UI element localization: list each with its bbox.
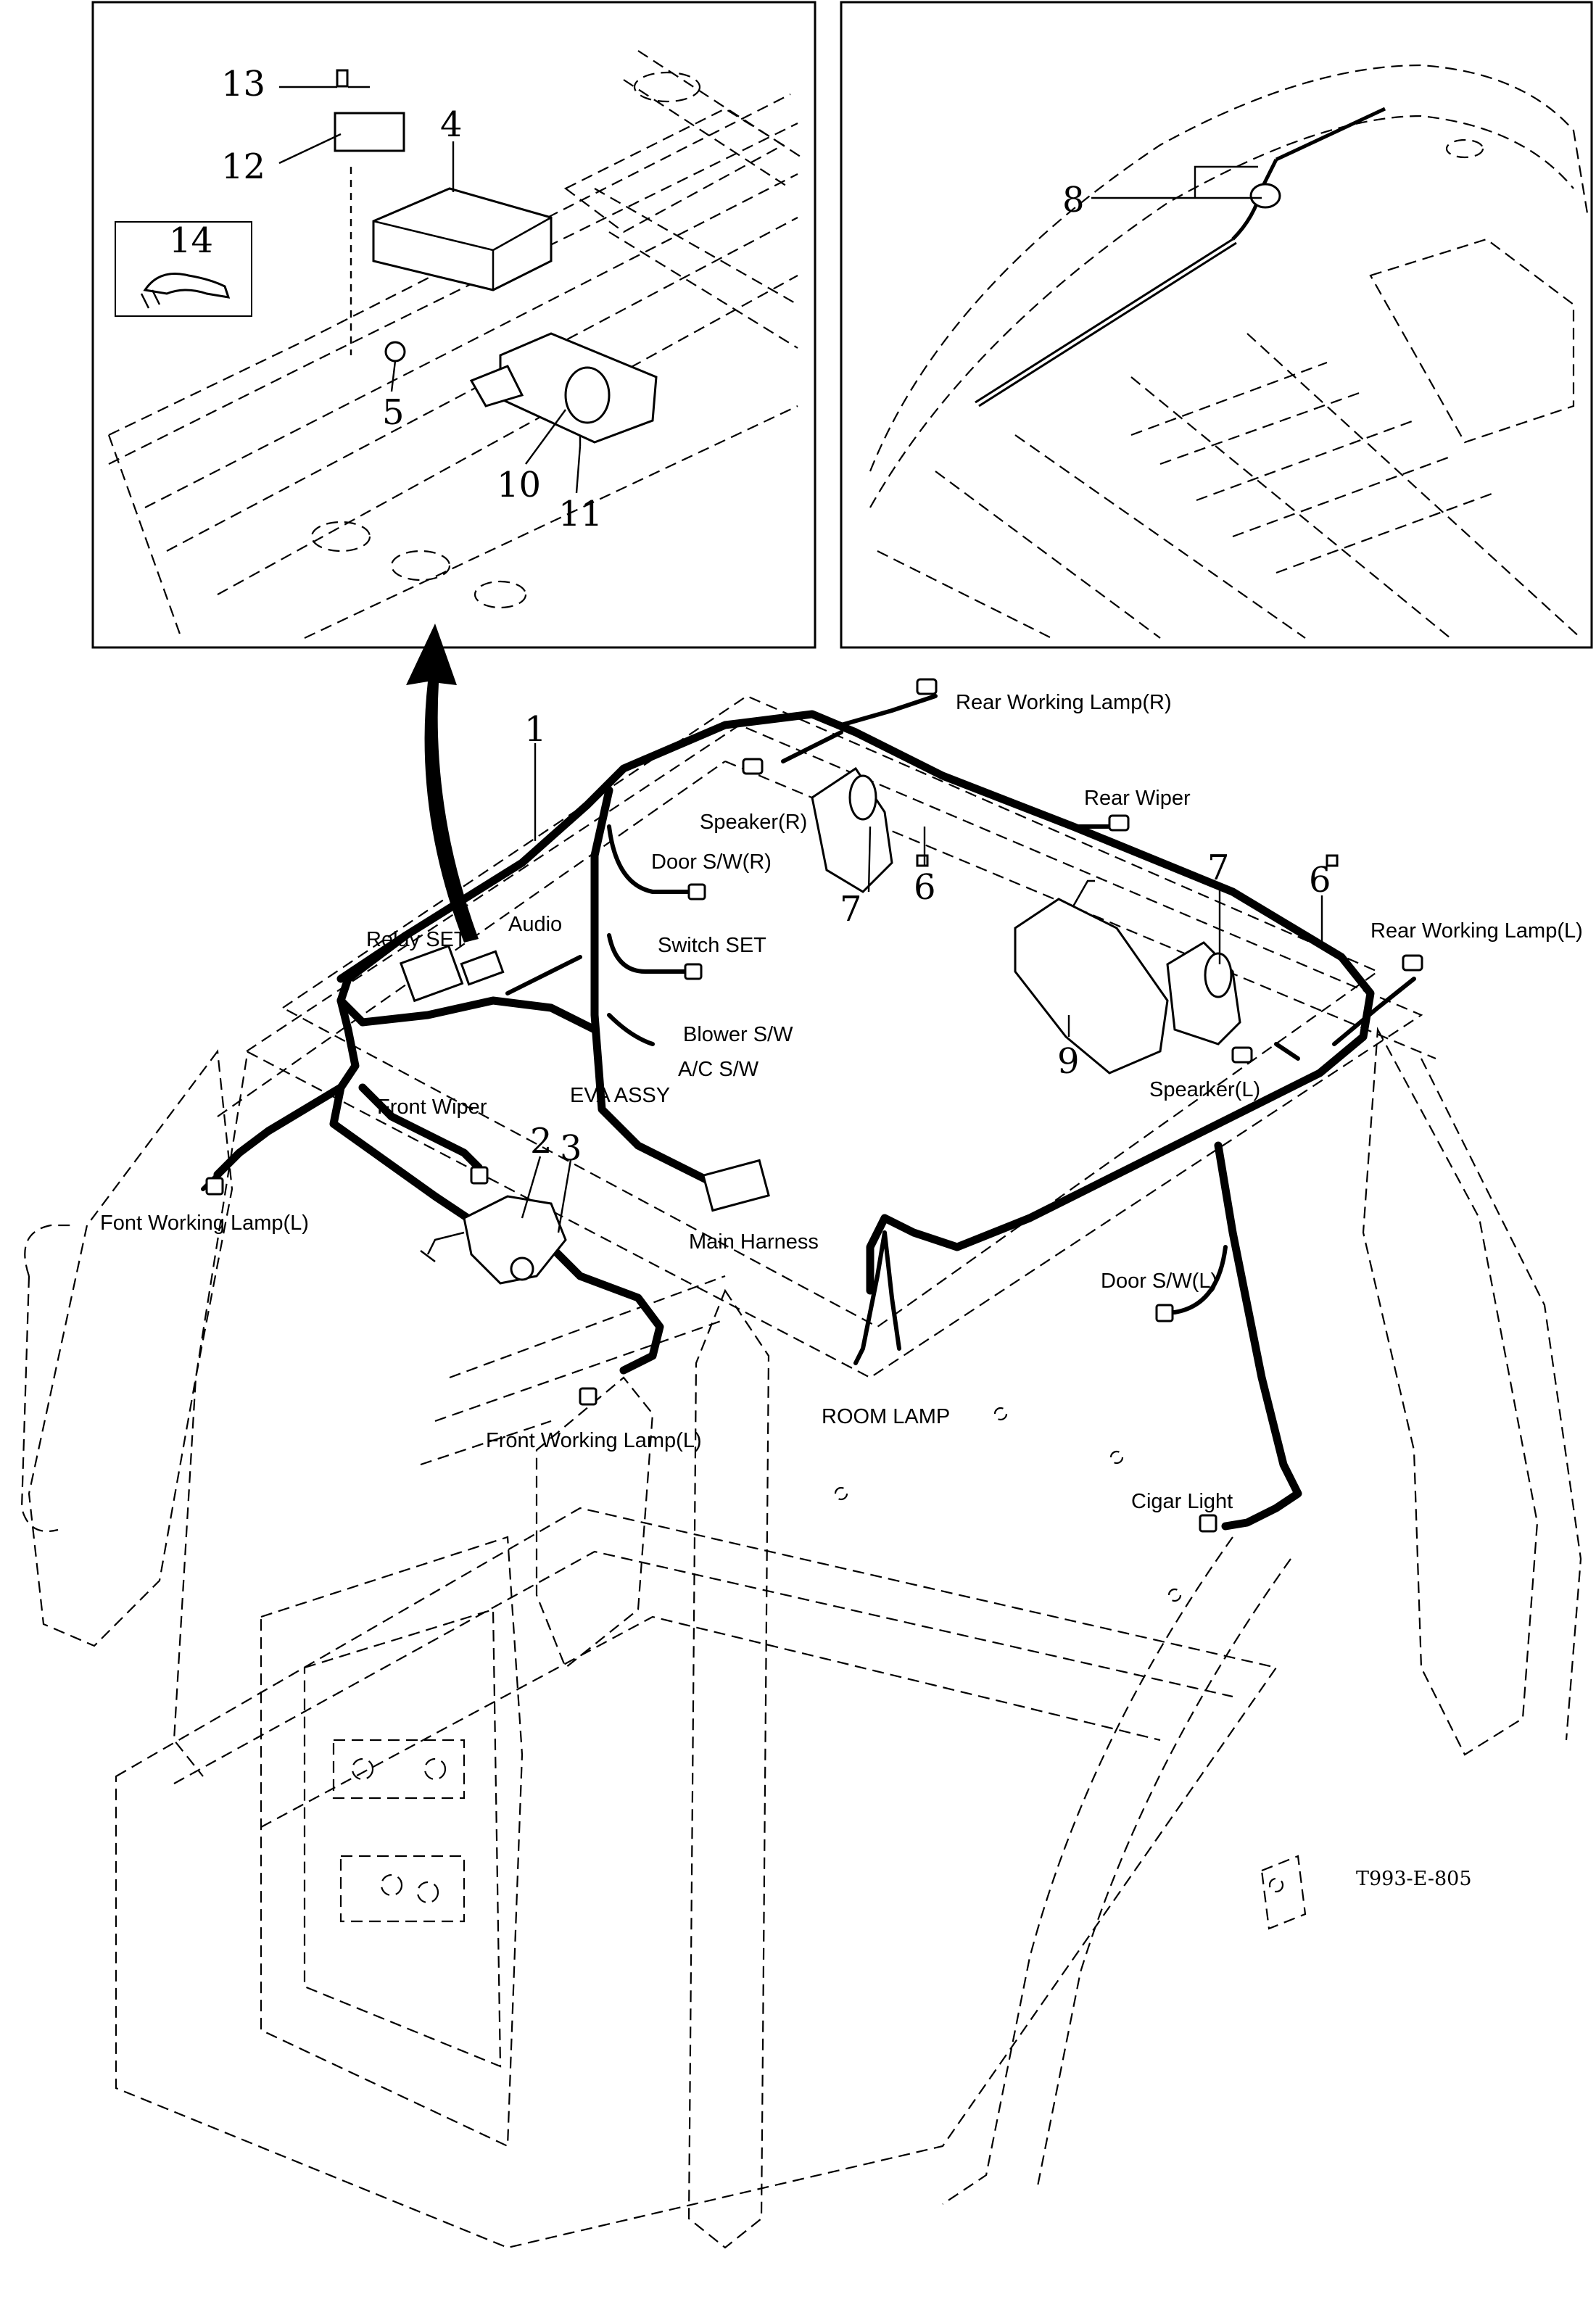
callout-7a: 7 bbox=[840, 889, 862, 930]
part-2-3-wiper-motor bbox=[463, 1195, 567, 1285]
callout-2: 2 bbox=[530, 1121, 553, 1162]
label-font-working-lamp-l: Font Working Lamp(L) bbox=[100, 1212, 309, 1235]
callout-9: 9 bbox=[1057, 1041, 1080, 1082]
part-5-clip bbox=[384, 341, 406, 363]
harness-labels: Rear Working Lamp(R) Rear Wiper Rear Wor… bbox=[100, 691, 1583, 1513]
label-rear-wiper: Rear Wiper bbox=[1084, 787, 1191, 810]
label-ac-sw: A/C S/W bbox=[678, 1058, 759, 1081]
callout-4: 4 bbox=[440, 104, 463, 145]
callout-7b: 7 bbox=[1207, 848, 1230, 888]
label-rear-working-lamp-r: Rear Working Lamp(R) bbox=[956, 691, 1172, 714]
main-harness-connector bbox=[702, 1159, 770, 1212]
label-room-lamp: ROOM LAMP bbox=[822, 1405, 950, 1428]
part-12-relay bbox=[334, 112, 405, 152]
callout-11: 11 bbox=[558, 494, 603, 534]
callout-5: 5 bbox=[382, 392, 405, 433]
callout-leaders bbox=[521, 743, 1323, 1233]
callout-13: 13 bbox=[221, 64, 265, 104]
label-speaker-r: Speaker(R) bbox=[700, 811, 807, 834]
callout-12: 12 bbox=[221, 146, 265, 187]
drawing-code: T993-E-805 bbox=[1356, 1868, 1472, 1890]
label-audio: Audio bbox=[508, 913, 562, 936]
callout-6b: 6 bbox=[1309, 860, 1331, 900]
label-relay-set: Relay SET bbox=[366, 928, 467, 951]
label-speaker-l: Spearker(L) bbox=[1149, 1078, 1260, 1101]
label-main-harness: Main Harness bbox=[689, 1230, 819, 1254]
label-eva-assy: EVA ASSY bbox=[570, 1084, 670, 1107]
part-8-antenna bbox=[975, 238, 1237, 407]
callout-3: 3 bbox=[560, 1128, 582, 1169]
callout-8: 8 bbox=[1062, 180, 1085, 220]
relay-set-box bbox=[399, 944, 464, 1003]
label-cigar-light: Cigar Light bbox=[1131, 1490, 1233, 1513]
callout-numbers: 13 12 4 14 5 10 11 8 1 7 6 7 6 9 2 3 bbox=[169, 64, 1331, 1169]
label-door-sw-l: Door S/W(L) bbox=[1101, 1270, 1217, 1293]
callout-6a: 6 bbox=[914, 867, 936, 908]
part-9-room-panel bbox=[1014, 898, 1169, 1075]
part-4-audio-unit bbox=[372, 187, 553, 291]
label-switch-set: Switch SET bbox=[658, 934, 766, 957]
callout-10: 10 bbox=[497, 465, 541, 505]
cab-frame bbox=[20, 695, 1582, 2249]
label-door-sw-r: Door S/W(R) bbox=[651, 850, 772, 874]
speaker-l bbox=[1166, 941, 1241, 1046]
wire-harness bbox=[201, 694, 1416, 1531]
inset-panel-right bbox=[840, 1, 1593, 649]
inset-panel-left bbox=[91, 1, 816, 649]
label-front-wiper: Front Wiper bbox=[377, 1096, 487, 1119]
callout-14: 14 bbox=[169, 220, 213, 261]
callout-1: 1 bbox=[524, 709, 547, 750]
label-blower-sw: Blower S/W bbox=[683, 1023, 793, 1046]
part-14-box bbox=[115, 221, 252, 317]
label-front-working-lamp-l: Front Working Lamp(L) bbox=[486, 1429, 702, 1452]
label-rear-working-lamp-l: Rear Working Lamp(L) bbox=[1370, 919, 1583, 943]
main-parts bbox=[205, 678, 1423, 1533]
